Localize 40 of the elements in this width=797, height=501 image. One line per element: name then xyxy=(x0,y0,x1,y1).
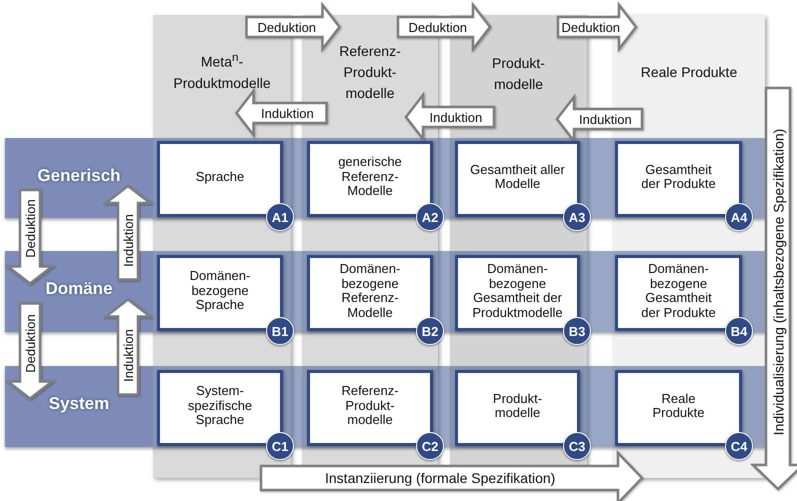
edge-label: Induktion xyxy=(120,328,136,382)
box-text: Domänen- bezogene Gesamtheit der Produktmodelle xyxy=(471,262,564,322)
edge-label: Deduktion xyxy=(22,199,38,258)
column-heading: Produkt- modelle xyxy=(491,54,546,94)
box-text: generische Referenz- Modelle xyxy=(337,155,403,200)
block-arrow xyxy=(4,302,56,400)
block-arrow xyxy=(404,91,496,143)
edge-label: Induktion xyxy=(120,214,136,268)
box-text: Sprache xyxy=(194,170,246,186)
block-arrow xyxy=(234,87,328,139)
edge-label: Induktion xyxy=(261,106,314,120)
box-text: Domänen- bezogene Sprache xyxy=(188,269,252,314)
block-arrow xyxy=(245,1,342,53)
box-text: Referenz- Produkt- modelle xyxy=(340,384,400,430)
direction-label: Individualisierung (inhaltsbezogene Spezifikation) xyxy=(770,128,786,436)
edge-label: Induktion xyxy=(579,112,632,126)
block-arrow xyxy=(556,1,638,53)
box-text: System- spezifische Sprache xyxy=(186,384,254,430)
box-text: Produkt- modelle xyxy=(492,392,544,422)
box-text: Gesamtheit aller Modelle xyxy=(469,162,566,193)
row-heading: Domäne xyxy=(44,279,114,299)
box-text: Reale Produkte xyxy=(651,392,706,422)
box-text: Domänen- bezogene Gesamtheit der Produkte xyxy=(640,262,717,322)
box-text: Gesamtheit der Produkte xyxy=(640,162,717,193)
block-arrow xyxy=(102,184,154,281)
edge-label: Deduktion xyxy=(258,20,316,34)
box-text: Domänen- bezogene Referenz- Modelle xyxy=(338,262,402,322)
block-arrow xyxy=(102,298,154,396)
column-heading: Referenz- Produkt- modelle xyxy=(338,42,402,103)
row-heading: System xyxy=(48,394,110,414)
direction-label: Instanziierung (formale Spezifikation) xyxy=(325,470,556,486)
edge-label: Deduktion xyxy=(562,20,620,34)
column-heading: Meta$^{n}$- Produktmodelle xyxy=(172,50,272,93)
edge-label: Induktion xyxy=(430,110,482,124)
column-heading: Reale Produkte xyxy=(640,63,738,82)
block-arrow xyxy=(396,1,492,53)
block-arrow xyxy=(4,188,56,286)
row-heading: Generisch xyxy=(36,166,122,186)
edge-label: Deduktion xyxy=(408,20,468,34)
edge-label: Deduktion xyxy=(22,314,38,372)
